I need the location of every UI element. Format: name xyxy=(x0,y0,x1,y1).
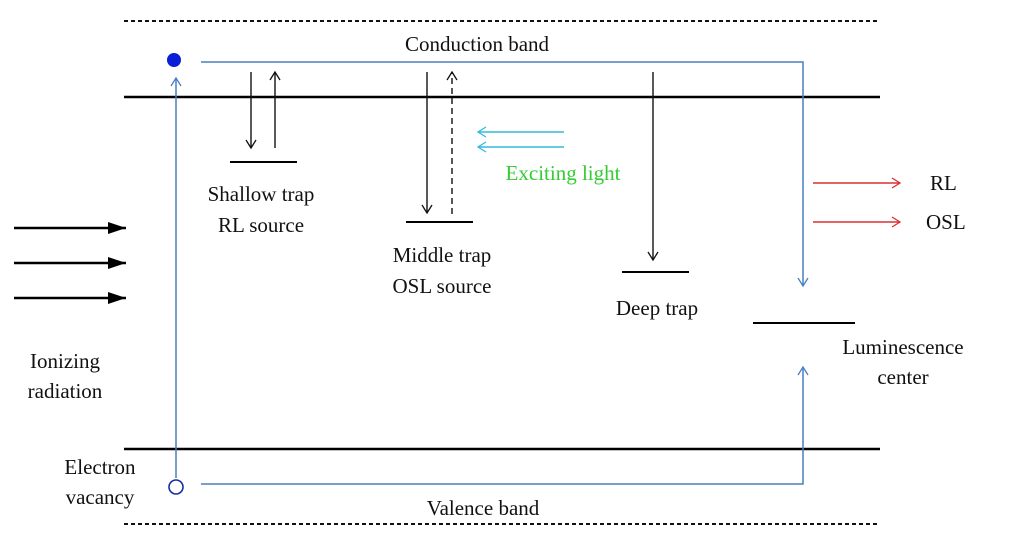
shallow-trap-sublabel: RL source xyxy=(218,213,304,237)
ionizing-radiation-sublabel: radiation xyxy=(28,379,103,403)
electron-vacancy-icon xyxy=(168,479,184,495)
electron-icon xyxy=(167,53,181,67)
shallow-trap-label: Shallow trap xyxy=(208,182,315,206)
luminescence-center-sublabel: center xyxy=(877,365,928,389)
valence-band-label: Valence band xyxy=(427,496,540,520)
luminescence-center-label: Luminescence xyxy=(842,335,963,359)
osl-label: OSL xyxy=(926,210,966,234)
exciting-light-label: Exciting light xyxy=(506,161,621,185)
conduction-band-label: Conduction band xyxy=(405,32,550,56)
rl-label: RL xyxy=(930,171,957,195)
ionizing-radiation-label: Ionizing xyxy=(30,349,100,373)
middle-trap-sublabel: OSL source xyxy=(393,274,492,298)
electron-vacancy-sublabel: vacancy xyxy=(66,485,135,509)
conduction-electron-path xyxy=(201,61,809,288)
electron-vacancy-label: Electron xyxy=(64,455,136,479)
valence-hole-path xyxy=(201,365,809,485)
middle-trap-label: Middle trap xyxy=(393,243,492,267)
deep-trap-label: Deep trap xyxy=(616,296,698,320)
